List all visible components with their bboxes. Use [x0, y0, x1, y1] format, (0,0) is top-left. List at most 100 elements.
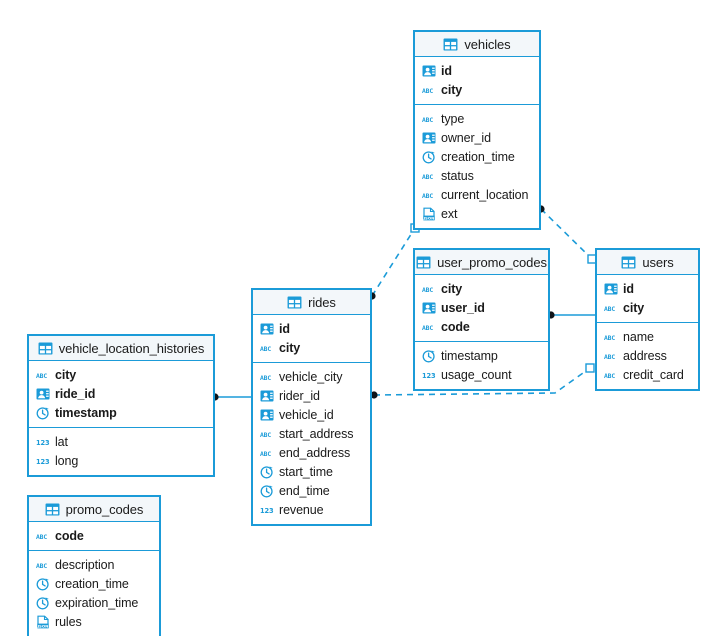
column-row[interactable]: owner_id [415, 128, 539, 147]
abc-string-icon: ABC [422, 320, 436, 334]
abc-string-icon: ABC [36, 368, 50, 382]
svg-text:JSON: JSON [423, 215, 435, 220]
field-label: name [623, 329, 654, 344]
field-label: rider_id [279, 388, 320, 403]
column-row[interactable]: expiration_time [29, 593, 159, 612]
entity-header-rides[interactable]: rides [253, 290, 370, 315]
column-row[interactable]: vehicle_id [253, 405, 370, 424]
field-label: id [623, 281, 634, 296]
entity-header-users[interactable]: users [597, 250, 698, 275]
field-label: vehicle_city [279, 369, 343, 384]
clock-timestamp-icon [422, 150, 436, 164]
primary-key-row[interactable]: id [253, 319, 370, 338]
column-row[interactable]: creation_time [415, 147, 539, 166]
field-label: timestamp [55, 405, 117, 420]
svg-text:ABC: ABC [260, 344, 271, 352]
entity-header-vehicle_location_histories[interactable]: vehicle_location_histories [29, 336, 213, 361]
primary-key-section: ABC city ride_id timestamp [29, 361, 213, 427]
entity-title: rides [308, 294, 336, 310]
field-label: expiration_time [55, 595, 139, 610]
field-label: lat [55, 434, 68, 449]
primary-key-row[interactable]: id [415, 61, 539, 80]
svg-text:ABC: ABC [604, 333, 615, 341]
relationship-line [371, 227, 416, 297]
column-row[interactable]: timestamp [415, 346, 548, 365]
field-label: end_time [279, 483, 330, 498]
abc-string-icon: ABC [36, 558, 50, 572]
svg-text:ABC: ABC [260, 373, 271, 381]
abc-string-icon: ABC [260, 341, 274, 355]
entity-title: user_promo_codes [437, 254, 547, 270]
entity-header-user_promo_codes[interactable]: user_promo_codes [415, 250, 548, 275]
key-id-icon [604, 282, 618, 296]
clock-timestamp-icon [36, 577, 50, 591]
table-icon [38, 341, 53, 355]
svg-text:123: 123 [422, 371, 436, 379]
svg-text:ABC: ABC [422, 285, 433, 293]
field-label: user_id [441, 300, 485, 315]
key-id-icon [260, 408, 274, 422]
svg-text:ABC: ABC [36, 371, 47, 379]
entity-header-promo_codes[interactable]: promo_codes [29, 497, 159, 522]
123-number-icon: 123 [260, 503, 274, 517]
primary-key-row[interactable]: id [597, 279, 698, 298]
field-label: address [623, 348, 667, 363]
column-row[interactable]: ABC name [597, 327, 698, 346]
column-row[interactable]: 123 revenue [253, 500, 370, 519]
column-row[interactable]: end_time [253, 481, 370, 500]
svg-text:ABC: ABC [604, 304, 615, 312]
primary-key-row[interactable]: timestamp [29, 403, 213, 422]
field-label: id [279, 321, 290, 336]
column-row[interactable]: creation_time [29, 574, 159, 593]
relationship-endpoint-square [585, 363, 595, 373]
relationship-rel-vehicles-rides[interactable] [368, 223, 420, 300]
field-label: city [55, 367, 77, 382]
field-label: end_address [279, 445, 351, 460]
svg-text:ABC: ABC [36, 561, 47, 569]
relationship-rel-upc-users[interactable] [547, 311, 595, 319]
primary-key-row[interactable]: ABC city [29, 365, 213, 384]
primary-key-row[interactable]: ride_id [29, 384, 213, 403]
column-row[interactable]: ABC vehicle_city [253, 367, 370, 386]
primary-key-row[interactable]: user_id [415, 298, 548, 317]
table-icon [443, 37, 458, 51]
column-row[interactable]: start_time [253, 462, 370, 481]
table-icon [621, 255, 636, 269]
field-label: revenue [279, 502, 324, 517]
column-row[interactable]: rider_id [253, 386, 370, 405]
svg-text:ABC: ABC [422, 115, 433, 123]
relationship-rel-vlh-rides[interactable] [211, 393, 251, 401]
entity-header-vehicles[interactable]: vehicles [415, 32, 539, 57]
field-label: current_location [441, 187, 529, 202]
